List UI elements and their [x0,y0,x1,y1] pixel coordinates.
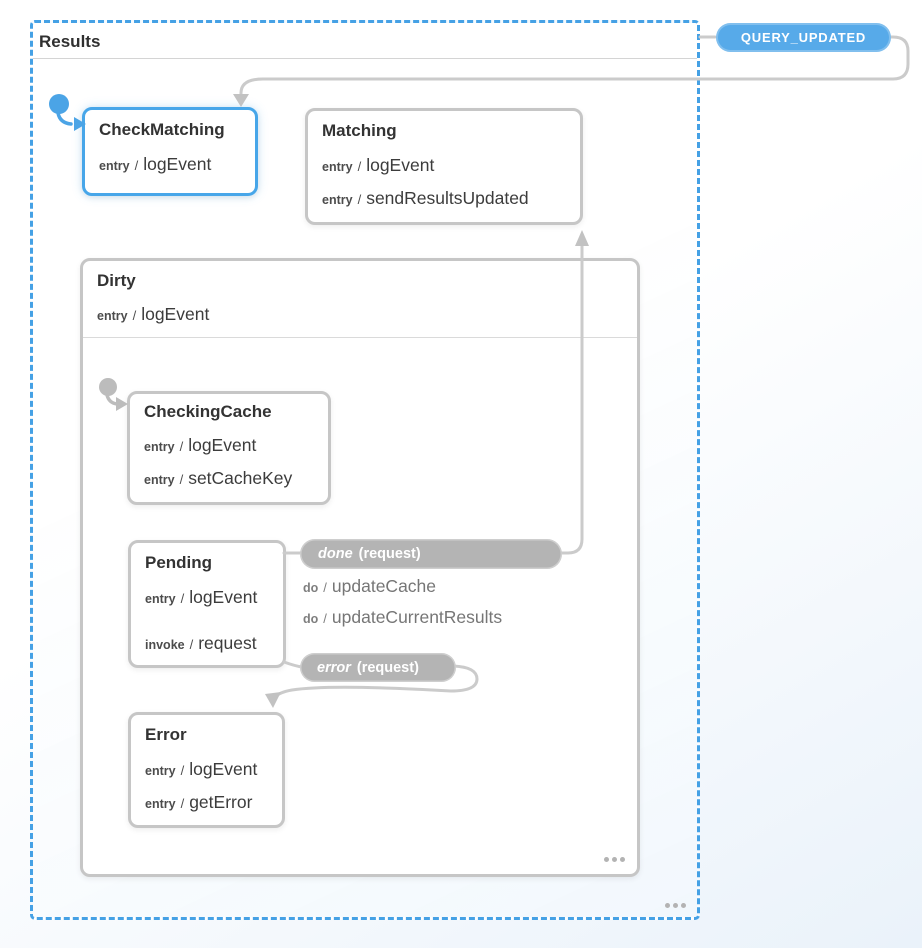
action-separator: / [323,580,327,595]
entry-action-row: entry / logEvent [308,155,580,177]
action-name: logEvent [143,154,212,174]
action-keyword: entry [322,160,353,174]
action-name: logEvent [141,304,210,324]
action-name: logEvent [189,759,258,779]
state-title: CheckMatching [99,120,225,139]
transition-event-detail: (request) [356,659,419,676]
action-separator: / [357,159,362,174]
state-check-matching[interactable]: CheckMatching entry / logEvent [82,107,258,196]
action-keyword: entry [145,764,176,778]
state-title: Dirty [97,271,136,290]
action-name: setCacheKey [188,468,293,488]
action-keyword: entry [97,309,128,323]
action-name: logEvent [189,587,258,607]
action-keyword: invoke [145,638,185,652]
action-keyword: entry [144,440,175,454]
state-matching[interactable]: Matching entry / logEvent entry / sendRe… [305,108,583,225]
action-separator: / [134,158,139,173]
action-keyword: entry [99,159,130,173]
state-checking-cache[interactable]: CheckingCache entry / logEvent entry / s… [127,391,331,505]
event-pill-label: QUERY_UPDATED [740,30,867,45]
entry-action-row: entry / logEvent [85,154,255,176]
action-separator: / [357,192,362,207]
entry-action-row: entry / logEvent [131,587,283,609]
state-pending[interactable]: Pending entry / logEvent invoke / reques… [128,540,286,668]
action-name: updateCurrentResults [331,607,503,627]
more-options-icon[interactable] [604,857,625,862]
action-separator: / [179,472,184,487]
action-separator: / [323,611,327,626]
action-keyword: entry [145,797,176,811]
action-separator: / [189,637,194,652]
results-header: Results [33,23,697,59]
action-separator: / [180,763,185,778]
more-options-icon[interactable] [665,903,686,908]
event-pill-query-updated[interactable]: QUERY_UPDATED [716,23,891,52]
dirty-header-divider [83,337,637,338]
entry-action-row: entry / setCacheKey [130,468,328,490]
state-title: CheckingCache [144,402,272,421]
action-keyword: do [303,612,319,626]
transition-pill-done-request[interactable]: done (request) [300,539,562,569]
transition-pill-error-request[interactable]: error (request) [300,653,456,682]
state-error[interactable]: Error entry / logEvent entry / getError [128,712,285,828]
results-title: Results [39,32,101,51]
state-title: Pending [145,553,213,572]
entry-action-row: entry / logEvent [131,759,282,781]
done-transition-actions: do / updateCache do / updateCurrentResul… [303,567,502,629]
transition-event-name: done [318,546,353,562]
entry-action-row: entry / getError [131,792,282,814]
action-name: logEvent [188,435,257,455]
action-separator: / [180,591,185,606]
action-name: getError [189,792,253,812]
entry-action-row: entry / logEvent [83,304,637,326]
state-title: Matching [322,121,397,140]
action-name: sendResultsUpdated [366,188,529,208]
invoke-row: invoke / request [131,633,283,655]
transition-event-detail: (request) [358,546,421,562]
action-keyword: do [303,581,319,595]
action-separator: / [180,796,185,811]
action-keyword: entry [145,592,176,606]
action-keyword: entry [144,473,175,487]
action-keyword: entry [322,193,353,207]
transition-event-name: error [317,659,351,676]
entry-action-row: entry / logEvent [130,435,328,457]
do-action-row: do / updateCurrentResults [303,607,502,629]
do-action-row: do / updateCache [303,576,502,598]
state-title: Error [145,725,187,744]
action-separator: / [132,308,137,323]
action-separator: / [179,439,184,454]
action-name: request [198,633,257,653]
action-name: logEvent [366,155,435,175]
entry-action-row: entry / sendResultsUpdated [308,188,580,210]
action-name: updateCache [331,576,437,596]
